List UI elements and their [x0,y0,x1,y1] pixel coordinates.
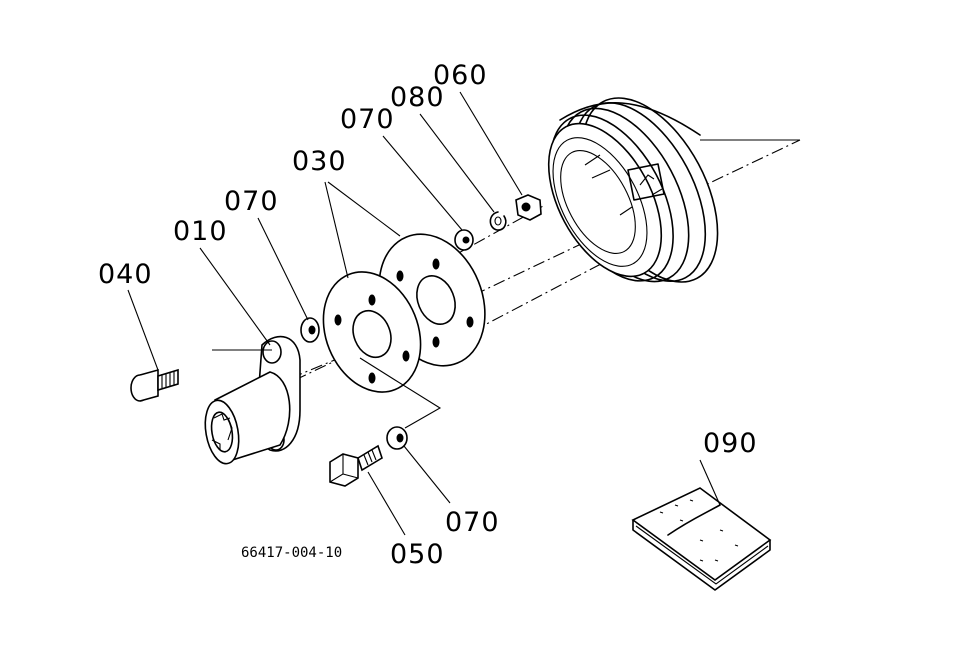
callout-090: 090 [703,428,758,459]
callout-080: 080 [390,82,445,113]
callout-070-b: 070 [340,104,395,135]
nut-060 [515,194,542,221]
drawing-number: 66417-004-10 [241,545,342,561]
bolt-050 [329,444,383,487]
callout-070-c: 070 [445,507,500,538]
crankshaft-pulley [547,97,800,283]
callout-050: 050 [390,539,445,570]
callout-010: 010 [173,216,228,247]
washer-070-c [386,426,408,450]
lock-washer-080 [489,211,507,231]
flange-plate-front [322,271,422,393]
callout-070-a: 070 [224,186,279,217]
callout-060: 060 [433,60,488,91]
coupling-hub [204,335,301,465]
manual-book-icon [631,487,772,591]
callout-040: 040 [98,259,153,290]
bolt-040 [130,368,179,402]
callout-030: 030 [292,146,347,177]
washer-070-a [300,317,320,343]
leader-lines [127,91,721,536]
washer-070-b [454,229,474,251]
